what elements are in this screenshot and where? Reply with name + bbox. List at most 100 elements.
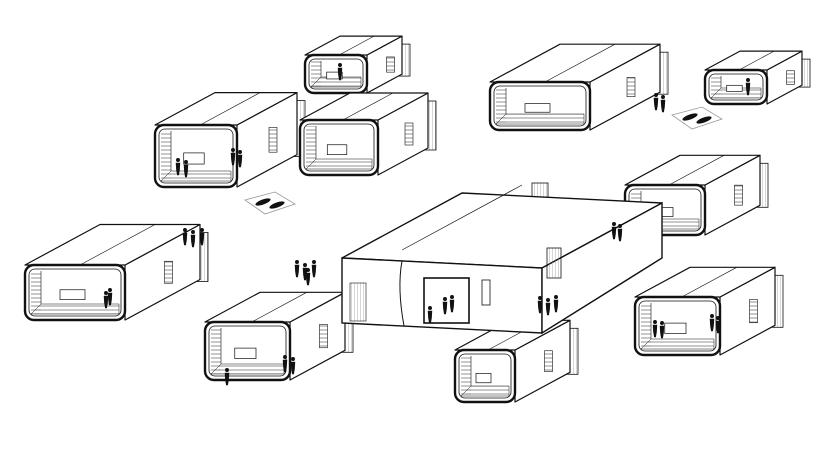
person-figure: [553, 295, 559, 313]
person-body: [103, 295, 109, 309]
person-head: [108, 288, 112, 292]
floor-deck: [305, 158, 373, 170]
furniture: [475, 373, 492, 384]
roof-ridge: [338, 35, 375, 56]
lounging-person: [255, 198, 271, 206]
furniture: [234, 347, 257, 359]
pod-center-upper: [298, 92, 437, 177]
person-body: [537, 300, 543, 314]
person-head: [443, 297, 447, 301]
person-head: [191, 230, 195, 234]
floor-deck: [310, 76, 362, 88]
side-door: [734, 184, 743, 206]
person-head: [660, 321, 664, 325]
person-head: [661, 95, 665, 99]
person-head: [538, 296, 542, 300]
person-body: [745, 82, 751, 96]
side-door: [749, 299, 758, 324]
person-figure: [715, 316, 721, 334]
person-figure: [305, 268, 311, 286]
person-figure: [449, 295, 455, 313]
person-body: [230, 152, 236, 166]
person-body: [305, 272, 311, 286]
pod-right-upper-large: [488, 43, 669, 132]
person-figure: [294, 260, 300, 278]
person-head: [238, 150, 242, 154]
side-door: [386, 56, 395, 73]
person-head: [176, 158, 180, 162]
person-body: [449, 299, 455, 313]
person-figure: [103, 291, 109, 309]
interior-wall: [461, 356, 471, 396]
person-head: [338, 63, 342, 67]
person-body: [183, 164, 189, 178]
floor-deck: [210, 363, 285, 375]
person-figure: [199, 228, 205, 246]
person-figure: [653, 93, 659, 111]
person-figure: [337, 63, 343, 81]
roof-ridge: [681, 267, 737, 298]
person-body: [660, 99, 666, 113]
person-body: [311, 264, 317, 278]
person-head: [200, 228, 204, 232]
person-figure: [745, 78, 751, 96]
person-head: [428, 306, 432, 310]
pod-bottom-right: [633, 266, 784, 357]
furniture: [726, 84, 743, 92]
person-body: [442, 301, 448, 315]
roof-ridge: [544, 43, 616, 83]
person-head: [291, 357, 295, 361]
interior-wall: [711, 76, 721, 98]
furniture: [326, 71, 343, 80]
person-body: [224, 372, 230, 386]
person-head: [716, 316, 720, 320]
person-figure: [182, 228, 188, 246]
person-head: [546, 298, 550, 302]
interior-wall: [211, 328, 221, 374]
lounging-person: [269, 201, 285, 209]
person-head: [710, 314, 714, 318]
person-body: [294, 264, 300, 278]
person-figure: [611, 222, 617, 240]
person-figure: [617, 224, 623, 242]
person-body: [290, 361, 296, 375]
person-body: [652, 324, 658, 338]
person-head: [225, 368, 229, 372]
deck-mat: [244, 191, 296, 215]
person-head: [283, 355, 287, 359]
person-head: [303, 263, 307, 267]
interior-wall: [306, 126, 316, 169]
pods-layer: [23, 35, 811, 404]
side-door: [404, 122, 414, 146]
interior-wall: [311, 61, 321, 87]
furniture: [664, 322, 687, 334]
person-head: [654, 93, 658, 97]
roof-ridge: [668, 155, 725, 186]
person-figure: [659, 321, 665, 339]
arch-seam: [399, 260, 405, 327]
pod-top-small: [303, 35, 411, 95]
person-figure: [311, 260, 317, 278]
person-body: [182, 232, 188, 246]
interior-wall: [496, 88, 506, 124]
floor-deck: [30, 303, 120, 315]
person-body: [237, 154, 243, 168]
person-body: [659, 325, 665, 339]
person-figure: [183, 160, 189, 178]
person-head: [653, 320, 657, 324]
lounging-person: [696, 116, 712, 124]
side-door: [786, 70, 795, 85]
person-body: [709, 318, 715, 332]
person-head: [612, 222, 616, 226]
sun-deck-left: [244, 191, 296, 215]
person-body: [611, 226, 617, 240]
person-head: [295, 260, 299, 264]
floor-deck: [160, 170, 232, 182]
side-door: [268, 127, 278, 153]
person-body: [553, 299, 559, 313]
person-body: [545, 302, 551, 316]
roof-ridge: [199, 92, 261, 126]
person-body: [190, 234, 196, 248]
pod-far-right-small: [703, 50, 811, 106]
